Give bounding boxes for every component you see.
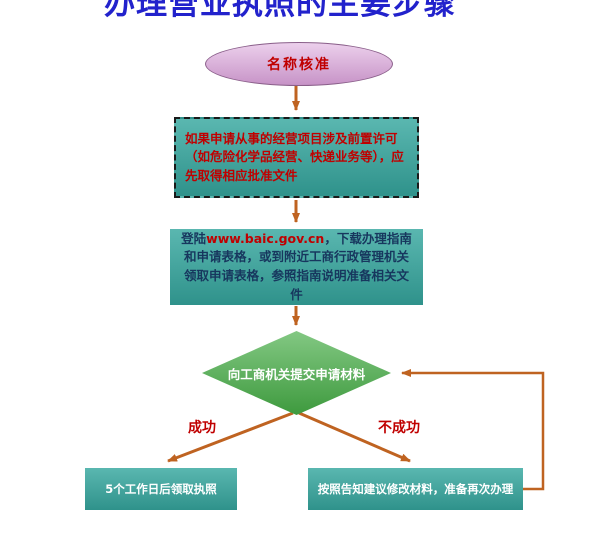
page-title: 办理营业执照的主要步骤: [104, 0, 456, 22]
baic-url-text: www.baic.gov.cn: [206, 230, 325, 246]
node-collect-license: 5个工作日后领取执照: [85, 468, 237, 510]
branch-label-success: 成功: [188, 420, 216, 436]
node-collect-license-label: 5个工作日后领取执照: [105, 482, 217, 496]
connector-decision-to-success: [167, 411, 294, 463]
node-name-approval: 名称核准: [205, 42, 393, 86]
node-submit-decision-label: 向工商机关提交申请材料: [227, 366, 366, 382]
node-name-approval-label: 名称核准: [267, 57, 331, 73]
node-precondition-label: 如果申请从事的经营项目涉及前置许可（如危险化学品经营、快递业务等），应先取得相应…: [185, 131, 404, 183]
node-download-forms: 登陆www.baic.gov.cn，下载办理指南和申请表格，或到附近工商行政管理…: [170, 229, 423, 305]
node-revise-materials-label: 按照告知建议修改材料，准备再次办理: [317, 482, 514, 496]
branch-label-fail: 不成功: [378, 420, 420, 436]
download-prefix-text: 登陆: [181, 230, 207, 246]
node-submit-decision: 向工商机关提交申请材料: [202, 331, 391, 415]
download-suffix-text: ，下载办理指南和申请表格，或到附近工商行政管理机关领取申请表格，参照指南说明准备…: [183, 230, 412, 302]
node-precondition: 如果申请从事的经营项目涉及前置许可（如危险化学品经营、快递业务等），应先取得相应…: [174, 117, 419, 198]
node-revise-materials: 按照告知建议修改材料，准备再次办理: [308, 468, 523, 510]
node-download-forms-label: 登陆www.baic.gov.cn，下载办理指南和申请表格，或到附近工商行政管理…: [178, 230, 415, 305]
